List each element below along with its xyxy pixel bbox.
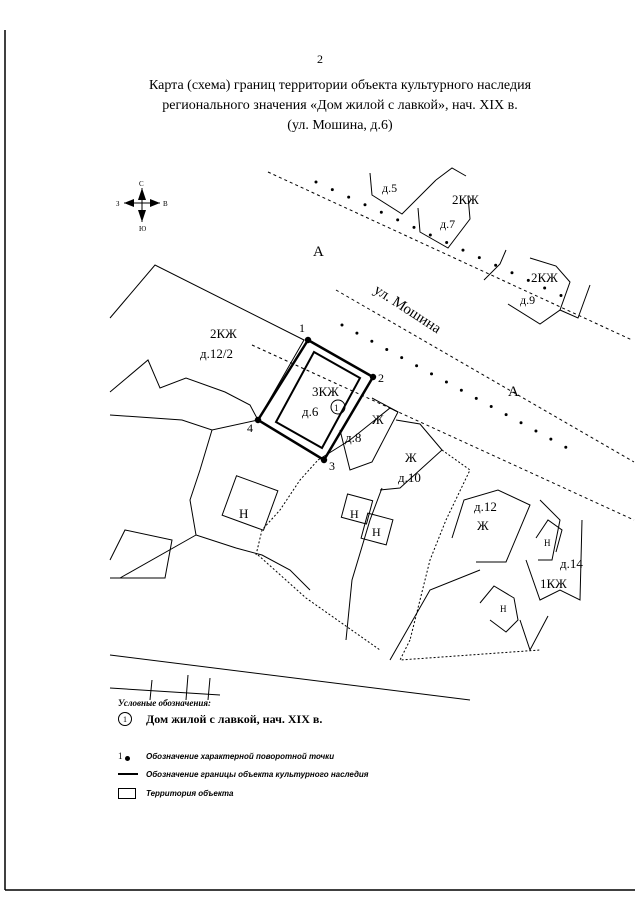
building-d9	[507, 257, 571, 325]
point-3-dot	[320, 456, 328, 464]
zone-a-top: А	[313, 244, 324, 260]
legend-object-marker-icon: 1	[118, 712, 132, 726]
label-h4: Н	[544, 538, 551, 548]
object-label: 3КЖ	[312, 384, 339, 399]
legend-heading: Условные обозначения:	[118, 698, 211, 708]
parcel-sw	[109, 529, 173, 579]
parcel-d12-2	[109, 264, 305, 422]
label-d8: д.8	[345, 430, 361, 445]
label-kzh9: 2КЖ	[531, 270, 558, 285]
object-house-number: д.6	[302, 404, 319, 419]
building-d8	[339, 397, 399, 471]
label-1kzh: 1КЖ	[540, 576, 567, 591]
legend-territory-square-icon	[118, 787, 136, 799]
legend-boundary-row: Обозначение границы объекта культурного …	[118, 766, 369, 782]
building-h3	[360, 512, 394, 546]
legend-point-text: Обозначение характерной поворотной точки	[146, 751, 335, 761]
building-sm-h	[479, 585, 519, 633]
zone-a-bottom: А	[508, 384, 519, 400]
point-4-dot	[254, 416, 262, 424]
point-1-dot	[304, 336, 312, 344]
label-d5: д.5	[382, 181, 397, 195]
label-zh10: Ж	[405, 450, 417, 465]
label-zh8: Ж	[372, 412, 384, 427]
street-name: ул. Мошина	[371, 282, 444, 337]
label-d12-2: д.12/2	[200, 346, 233, 361]
label-d7: д.7	[440, 217, 455, 231]
point-1-label: 1	[299, 321, 305, 335]
bottom-line-1	[109, 654, 471, 701]
label-d14: д.14	[560, 556, 583, 571]
label-h5: Н	[500, 604, 507, 614]
compass-south: Ю	[139, 225, 146, 233]
legend-object-text: Дом жилой с лавкой, нач. XIX в.	[146, 711, 323, 726]
legend-point-row: 1 Обозначение характерной поворотной точ…	[118, 748, 334, 764]
legend-territory-text: Территория объекта	[146, 788, 234, 798]
point-2-dot	[369, 373, 377, 381]
title-line-2: регионального значения «Дом жилой с лавк…	[162, 98, 518, 113]
legend-territory-row: Территория объекта	[118, 785, 233, 801]
street-edge-top	[267, 171, 633, 341]
legend-point-icon: 1	[118, 751, 130, 761]
page-title: Карта (схема) границ территории объекта …	[60, 76, 620, 136]
building-h2	[340, 493, 374, 525]
compass-west: З	[116, 200, 120, 208]
legend-boundary-line-icon	[118, 773, 138, 775]
label-h3: Н	[372, 525, 381, 539]
label-d12: д.12	[474, 499, 497, 514]
dot-row-bottom	[340, 323, 582, 457]
page-number: 2	[317, 52, 323, 66]
building-d14-small	[535, 519, 563, 553]
point-4-label: 4	[247, 421, 253, 435]
label-zh12: Ж	[477, 518, 489, 533]
label-d10: д.10	[398, 470, 421, 485]
object-territory-inner	[274, 350, 362, 450]
building-d7	[417, 195, 471, 249]
point-3-label: 3	[329, 459, 335, 473]
compass-east: В	[163, 200, 168, 208]
title-line-1: Карта (схема) границ территории объекта …	[148, 78, 532, 93]
compass-north: С	[139, 180, 144, 188]
object-marker-circle	[330, 399, 346, 415]
compass-icon	[124, 188, 160, 222]
building-h1	[221, 475, 279, 531]
label-d9: д.9	[520, 293, 535, 307]
label-h2: Н	[350, 507, 359, 521]
object-marker-number: 1	[334, 403, 339, 413]
title-line-3: (ул. Мошина, д.6)	[287, 118, 393, 133]
building-d5	[369, 172, 437, 215]
building-d12	[451, 489, 531, 563]
label-kzh12: 2КЖ	[210, 326, 237, 341]
street-edge-low	[251, 344, 635, 521]
label-kzh7: 2КЖ	[452, 192, 479, 207]
legend-boundary-text: Обозначение границы объекта культурного …	[146, 769, 369, 779]
legend-object-row: 1 Дом жилой с лавкой, нач. XIX в.	[118, 711, 322, 727]
dot-row-top	[314, 180, 577, 304]
label-h1: Н	[239, 506, 248, 521]
point-2-label: 2	[378, 371, 384, 385]
